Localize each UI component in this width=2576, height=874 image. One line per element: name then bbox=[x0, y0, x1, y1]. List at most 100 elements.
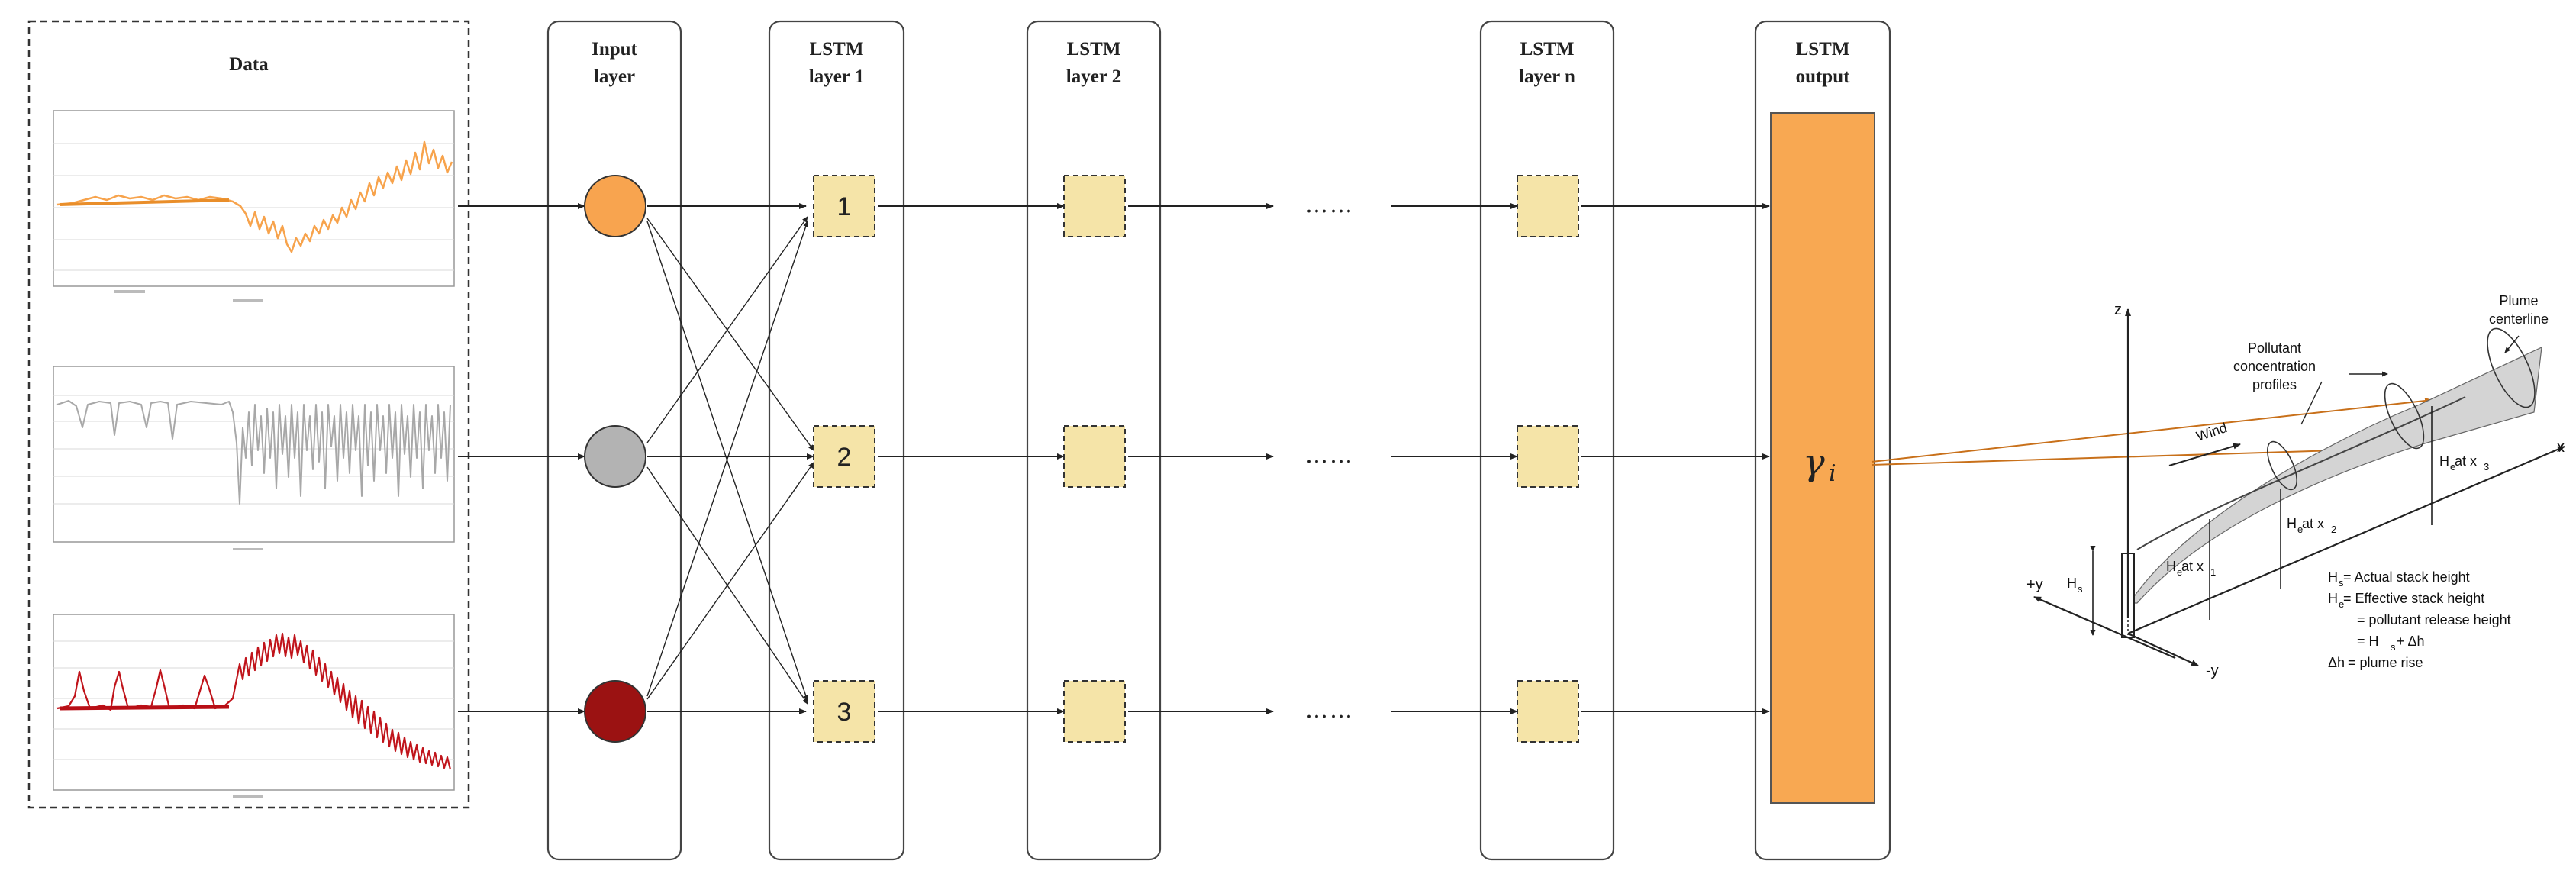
cell-label-3: 3 bbox=[837, 698, 852, 727]
leader-plume-centerline bbox=[2504, 335, 2520, 353]
axis-minus-y bbox=[2127, 632, 2199, 667]
label-he-x1-group: H e at x 1 bbox=[2166, 559, 2216, 578]
label-he-x3-sub: e bbox=[2450, 461, 2455, 472]
plume-legend: H s = Actual stack height H e = Effectiv… bbox=[2328, 569, 2511, 670]
label-hs: H bbox=[2067, 576, 2077, 591]
legend-text-3: = H bbox=[2357, 634, 2379, 649]
label-he-x2-sub: e bbox=[2297, 524, 2303, 535]
legend-text-4: = plume rise bbox=[2348, 655, 2423, 670]
label-hs-group: H s bbox=[2067, 576, 2083, 595]
arrow-cross-1-2 bbox=[646, 218, 814, 451]
label-plus-y: +y bbox=[2026, 576, 2043, 593]
input-node-red bbox=[584, 680, 646, 743]
layer-title-line1: LSTM bbox=[1520, 39, 1575, 60]
label-x-axis: x bbox=[2557, 439, 2565, 456]
data-plot-red bbox=[53, 614, 455, 798]
label-he-x3-tail-sub: 3 bbox=[2484, 461, 2489, 472]
input-node-orange bbox=[584, 175, 646, 237]
legend-sub-3: s bbox=[2391, 641, 2396, 653]
label-he-x3: H bbox=[2439, 453, 2449, 469]
wind-arrow bbox=[2168, 443, 2241, 466]
label-he-x3-tail: at x bbox=[2455, 453, 2477, 469]
output-subscript: i bbox=[1829, 460, 1836, 487]
layer-title-line2: layer n bbox=[1519, 66, 1575, 87]
legend-sub-0: s bbox=[2339, 577, 2344, 589]
label-he-x2-group: H e at x 2 bbox=[2287, 516, 2336, 535]
label-minus-y: -y bbox=[2206, 663, 2219, 679]
layer-title-line2: output bbox=[1796, 66, 1851, 87]
leader-pollutant-1 bbox=[2300, 381, 2323, 425]
output-symbol: γ bbox=[1803, 441, 1825, 484]
legend-text-2: = pollutant release height bbox=[2357, 612, 2511, 627]
layer-title-line1: Input bbox=[592, 39, 637, 60]
axis-plus-y bbox=[2033, 595, 2176, 660]
label-he-x3-group: H e at x 3 bbox=[2439, 453, 2489, 472]
label-he-x2-tail-sub: 2 bbox=[2331, 524, 2336, 535]
layer-title-line1: LSTM bbox=[810, 39, 864, 60]
layer-title-line2: layer 1 bbox=[809, 66, 864, 87]
input-nodes bbox=[584, 175, 646, 743]
ellipsis-1: …… bbox=[1305, 192, 1354, 218]
data-plot-grey bbox=[53, 366, 455, 550]
label-he-x2: H bbox=[2287, 516, 2297, 531]
label-hs-sub: s bbox=[2078, 583, 2083, 595]
label-he-x1-tail: at x bbox=[2181, 559, 2204, 574]
label-centerline: centerline bbox=[2489, 311, 2549, 327]
concentration-ellipse-x3 bbox=[2487, 327, 2536, 408]
lstm-cell-l1-3 bbox=[813, 680, 875, 743]
column-lstm-output: LSTM output γ i bbox=[1754, 20, 1891, 861]
label-he-x1-tail-sub: 1 bbox=[2210, 566, 2216, 578]
label-he-x1-sub: e bbox=[2177, 566, 2182, 578]
legend-tail-3: + Δh bbox=[2397, 634, 2425, 649]
arrow-cross-3-1 bbox=[646, 221, 809, 697]
label-he-x1: H bbox=[2166, 559, 2176, 574]
lstm-cell-l2-1 bbox=[1063, 175, 1126, 237]
connections bbox=[458, 203, 1770, 714]
lstm-cell-l2-3 bbox=[1063, 680, 1126, 743]
arrow-output-to-plume-lower bbox=[1871, 447, 2336, 466]
layer-columns: Input layer LSTM layer 1 LSTM layer 2 LS… bbox=[546, 20, 1891, 861]
legend-sym-1: H bbox=[2328, 591, 2338, 606]
legend-sym-0: H bbox=[2328, 569, 2338, 585]
legend-text-1: = Effective stack height bbox=[2343, 591, 2484, 606]
layer-title-line1: LSTM bbox=[1067, 39, 1121, 60]
label-concentration: concentration bbox=[2233, 359, 2316, 374]
lstm-cell-l1-2 bbox=[813, 425, 875, 488]
legend-sub-1: e bbox=[2339, 598, 2344, 610]
concentration-ellipse-x1 bbox=[2267, 440, 2297, 491]
ellipsis-2: …… bbox=[1305, 442, 1354, 469]
cell-label-2: 2 bbox=[837, 443, 852, 472]
arrow-output-to-plume-upper bbox=[1871, 398, 2433, 463]
arrow-cross-2-1 bbox=[646, 216, 808, 443]
label-pollutant: Pollutant bbox=[2248, 340, 2301, 356]
lstm-cell-ln-1 bbox=[1517, 175, 1579, 237]
data-plot-orange bbox=[53, 110, 455, 302]
lstm-cell-labels: 1 2 3 bbox=[837, 192, 852, 727]
lstm-cell-ln-3 bbox=[1517, 680, 1579, 743]
legend-text-0: = Actual stack height bbox=[2343, 569, 2470, 585]
concentration-ellipse-x2 bbox=[2384, 382, 2425, 450]
ellipsis-group: …… …… …… bbox=[1305, 192, 1354, 724]
cell-label-1: 1 bbox=[837, 192, 852, 221]
legend-sym-4: Δh bbox=[2328, 655, 2345, 670]
label-plume: Plume bbox=[2499, 293, 2538, 308]
lstm-cell-l1-1 bbox=[813, 175, 875, 237]
layer-title-line2: layer bbox=[594, 66, 635, 87]
input-node-grey bbox=[584, 425, 646, 488]
label-he-x2-tail: at x bbox=[2302, 516, 2324, 531]
arrow-cross-1-3 bbox=[646, 221, 809, 701]
layer-title-line2: layer 2 bbox=[1066, 66, 1121, 87]
axis-x bbox=[2127, 445, 2565, 635]
layer-title-line1: LSTM bbox=[1796, 39, 1850, 60]
label-wind: Wind bbox=[2194, 420, 2229, 444]
output-bar bbox=[1770, 112, 1875, 804]
lstm-cell-ln-2 bbox=[1517, 425, 1579, 488]
lstm-cells bbox=[813, 175, 1579, 743]
plume-cone bbox=[2128, 346, 2542, 604]
arrow-cross-3-2 bbox=[646, 462, 814, 700]
data-panel-title: Data bbox=[229, 54, 269, 75]
label-profiles: profiles bbox=[2252, 377, 2297, 392]
ellipsis-3: …… bbox=[1305, 697, 1354, 724]
plume-diagram: Plume centerline Pollutant concentration… bbox=[2026, 293, 2565, 679]
